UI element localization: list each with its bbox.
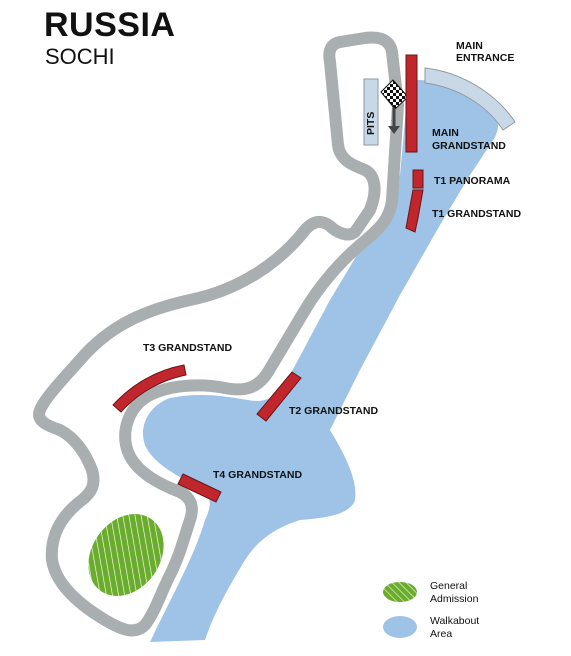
- legend-walkabout-swatch: [383, 616, 417, 638]
- legend-walkabout-label-1: Walkabout: [430, 615, 479, 627]
- start-finish-flag-icon: [380, 79, 409, 134]
- pits-label: PITS: [365, 112, 377, 135]
- main-entrance-label-2: ENTRANCE: [456, 52, 514, 64]
- walkabout-area: [142, 80, 499, 642]
- t4-grandstand-label: T4 GRANDSTAND: [213, 469, 302, 481]
- legend-general-admission-label-1: General: [430, 580, 467, 592]
- main-entrance-arc: [424, 67, 516, 131]
- t3-grandstand-label: T3 GRANDSTAND: [143, 342, 232, 354]
- legend: General Admission Walkabout Area: [383, 580, 479, 640]
- legend-walkabout-label-2: Area: [430, 628, 452, 640]
- t3-grandstand: [112, 364, 187, 413]
- t1-panorama-label: T1 PANORAMA: [434, 175, 511, 187]
- general-admission-area: [88, 514, 164, 596]
- main-grandstand-label-1: MAIN: [432, 127, 459, 139]
- t4-grandstand: [177, 473, 222, 503]
- t1-grandstand-label: T1 GRANDSTAND: [432, 208, 521, 220]
- t1-grandstand: [405, 189, 424, 233]
- main-grandstand-label-2: GRANDSTAND: [432, 140, 506, 152]
- race-track: [33, 31, 404, 637]
- t1-panorama-stand: [412, 169, 424, 189]
- legend-general-admission-label-2: Admission: [430, 593, 479, 605]
- legend-general-admission-swatch: [383, 582, 417, 602]
- pits-rect: [363, 78, 379, 146]
- t2-grandstand: [256, 371, 302, 422]
- main-entrance-label-1: MAIN: [456, 40, 483, 52]
- t2-grandstand-label: T2 GRANDSTAND: [289, 405, 378, 417]
- pits-lane: PITS: [363, 78, 379, 146]
- main-grandstand: [405, 54, 418, 153]
- map-subtitle: SOCHI: [45, 44, 115, 69]
- map-title: RUSSIA: [44, 6, 176, 44]
